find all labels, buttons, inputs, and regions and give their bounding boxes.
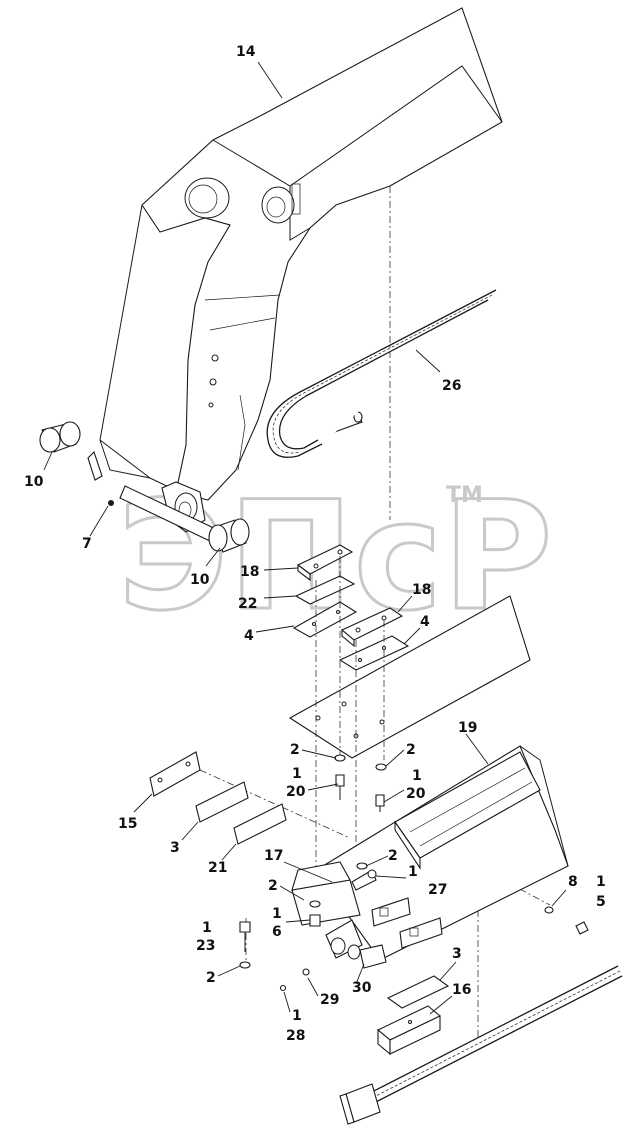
cable-chain-upper: [266, 289, 497, 458]
label-20-a: 20: [286, 784, 306, 800]
label-20-b: 20: [406, 786, 426, 802]
label-1-b: 1: [412, 768, 422, 784]
label-3-right: 3: [452, 946, 462, 962]
label-15: 15: [118, 816, 137, 832]
label-2-e: 2: [206, 970, 216, 986]
label-1-c: 1: [408, 864, 418, 880]
label-1-g: 1: [292, 1008, 302, 1024]
plate-21: [233, 803, 287, 845]
label-1-f: 1: [202, 920, 212, 936]
label-17: 17: [264, 848, 283, 864]
label-2-d: 2: [268, 878, 278, 894]
plate-15: [149, 751, 201, 797]
boom-arm: [87, 7, 503, 543]
plate-4-upper: [292, 601, 358, 638]
label-2-c: 2: [388, 848, 398, 864]
label-1-e: 1: [596, 874, 606, 890]
label-2-a: 2: [290, 742, 300, 758]
shim-22: [294, 575, 356, 605]
bracket-18-lower: [340, 607, 404, 648]
label-10-right: 10: [190, 572, 210, 588]
label-21: 21: [208, 860, 227, 876]
label-1-d: 1: [272, 906, 282, 922]
alignment-lines: [199, 186, 551, 1040]
label-10-left: 10: [24, 474, 44, 490]
plate-4-lower: [338, 635, 410, 671]
plate-3-right: [386, 975, 450, 1009]
plate-3-left: [195, 781, 249, 823]
label-18-lower: 18: [412, 582, 431, 598]
washer-7: [108, 500, 114, 506]
block-16: [376, 1005, 442, 1056]
label-28: 28: [286, 1028, 305, 1044]
label-3-left: 3: [170, 840, 180, 856]
label-26: 26: [442, 378, 461, 394]
bushing-left: [39, 421, 81, 453]
label-23: 23: [196, 938, 215, 954]
carriage-19: [291, 745, 569, 969]
label-22: 22: [238, 596, 257, 612]
label-18-upper: 18: [240, 564, 259, 580]
label-2-b: 2: [406, 742, 416, 758]
bushing-right: [208, 518, 250, 553]
bracket-18-upper: [296, 544, 354, 582]
label-4-right: 4: [420, 614, 430, 630]
leader-lines: [43, 61, 567, 1015]
label-27: 27: [428, 882, 447, 898]
cable-chain-lower: [339, 965, 623, 1125]
label-4-left: 4: [244, 628, 254, 644]
fasteners: [239, 754, 589, 992]
cover-plate: [288, 595, 531, 759]
watermark-trademark: TM: [446, 483, 483, 508]
label-6: 6: [272, 924, 282, 940]
label-1-a: 1: [292, 766, 302, 782]
label-30: 30: [352, 980, 372, 996]
callout-labels: 14 26 10 7 10 18 18 22 4 4 19 2 2 1 20 1…: [24, 44, 606, 1044]
label-19: 19: [458, 720, 477, 736]
label-16: 16: [452, 982, 471, 998]
label-14: 14: [236, 44, 256, 60]
label-7: 7: [82, 536, 92, 552]
label-8: 8: [568, 874, 578, 890]
label-5: 5: [596, 894, 606, 910]
label-29: 29: [320, 992, 339, 1008]
